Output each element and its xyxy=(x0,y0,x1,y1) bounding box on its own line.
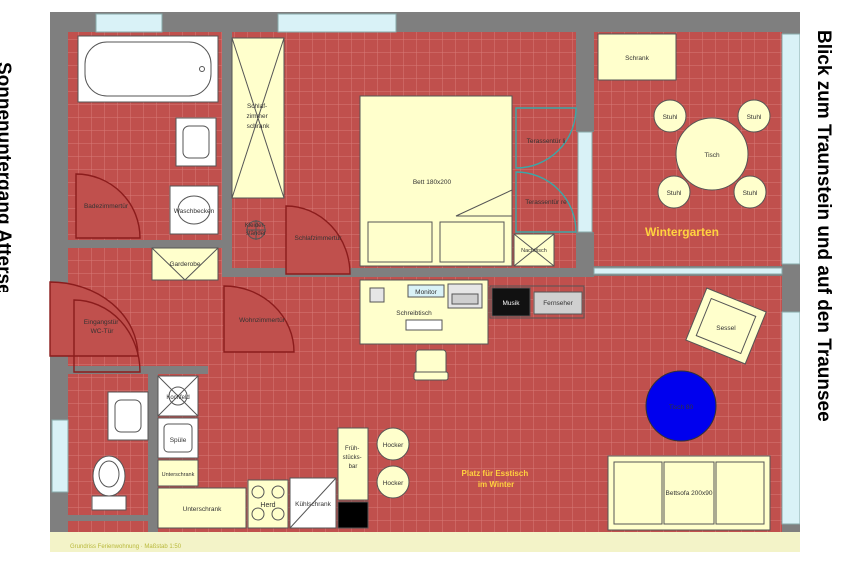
terrace-door-right-label: Terassentür re xyxy=(525,199,567,206)
bath-sink-basin xyxy=(182,125,210,159)
bed-pillow-left xyxy=(367,221,433,263)
sofa-seat-3 xyxy=(715,461,765,525)
window-wintergarten-bottom xyxy=(593,267,783,275)
bathtub-inner xyxy=(84,41,212,97)
wall-bedroom-bottom xyxy=(222,268,594,277)
bed-pillow-right xyxy=(439,221,505,263)
wc-sink-basin xyxy=(114,399,142,433)
chair-label-2: Stuhl xyxy=(747,114,762,121)
telephone xyxy=(369,287,385,303)
bed-label: Bett 180x200 xyxy=(413,179,452,186)
monitor xyxy=(407,284,445,298)
footer-note: Grundriss Ferienwohnung · Maßstab 1:50 xyxy=(70,544,182,550)
stove xyxy=(247,479,289,529)
coffee-table xyxy=(645,370,717,442)
chair-label-4: Stuhl xyxy=(743,190,758,197)
cabinet xyxy=(597,33,677,81)
stove-label: Herd xyxy=(260,502,275,509)
printer-tray xyxy=(451,293,479,305)
coffee-table-label: Tisch 80 xyxy=(669,404,694,411)
wall-hall-bottom xyxy=(68,366,208,374)
entrance-door-label: Eingangstür WC-Tür xyxy=(84,319,121,335)
wc-door-swing xyxy=(73,299,141,373)
stool-bottom xyxy=(376,465,410,499)
left-side-caption: Sonnenuntergang Attersee xyxy=(0,62,14,292)
window-right-bottom xyxy=(781,311,800,525)
base-cabinet xyxy=(157,487,247,529)
sofa-seat-2 xyxy=(663,461,715,525)
tv xyxy=(533,291,583,315)
terrace-door-right xyxy=(515,171,577,233)
wintergarten-label: Wintergarten xyxy=(645,225,719,239)
desk-label: Schreibtisch xyxy=(396,310,432,317)
wardrobe-label: Schlaf- zimmer schrank xyxy=(246,103,270,130)
cooktop-label: Kochfeld xyxy=(166,395,189,401)
chair-label-1: Stuhl xyxy=(663,114,678,121)
dining-table-label: Tisch xyxy=(704,152,720,159)
desk-chair-back xyxy=(413,371,449,381)
terrace-door-left xyxy=(515,107,577,169)
stool-bottom-label: Hocker xyxy=(383,480,404,487)
bedroom-door-label: Schlafzimmertür xyxy=(295,235,343,242)
base-cabinet-small xyxy=(157,459,199,487)
stool-top-label: Hocker xyxy=(383,442,404,449)
chair-top-right xyxy=(737,99,771,133)
chair-bottom-left xyxy=(657,175,691,209)
garderobe-label: Garderobe xyxy=(169,261,200,268)
living-door-label: Wohnzimmertür xyxy=(239,317,286,324)
dining-table xyxy=(675,117,749,191)
window-top-left xyxy=(95,13,163,33)
clothes-stand-label: Kleider- ständer xyxy=(245,223,267,237)
winter-table-note: Platz für Esstisch im Winter xyxy=(462,469,531,489)
toilet-seat xyxy=(98,460,120,488)
kitchen-sink-label: Spüle xyxy=(170,437,187,444)
wall-bath-right xyxy=(222,32,232,270)
washbasin-label: Waschbecken xyxy=(174,208,215,215)
wall-bedroom-right xyxy=(576,32,594,132)
armchair-label: Sessel xyxy=(716,325,736,332)
keyboard xyxy=(405,319,443,331)
chair-label-3: Stuhl xyxy=(667,190,682,197)
chair-top-left xyxy=(653,99,687,133)
tv-stand xyxy=(489,285,585,319)
bathroom-door-swing xyxy=(75,173,141,239)
living-door-swing xyxy=(223,285,295,353)
window-right-top xyxy=(781,33,800,265)
base-cabinet-label: Unterschrank xyxy=(183,506,222,513)
fridge-label: Kühlschrank xyxy=(295,501,332,508)
sofa-label: Bettsofa 200x90 xyxy=(666,490,713,497)
dishwasher xyxy=(337,501,369,529)
wall-lower-left xyxy=(68,515,150,521)
stool-top xyxy=(376,427,410,461)
monitor-label: Monitor xyxy=(415,289,438,296)
bed-cover-fold xyxy=(455,189,513,217)
right-side-caption: Blick zum Traunstein und auf den Traunse… xyxy=(813,30,834,422)
tv-label: Fernseher xyxy=(543,300,573,307)
sofa-seat-1 xyxy=(613,461,663,525)
window-left xyxy=(51,419,69,493)
toilet-tank xyxy=(91,495,127,511)
bathtub-drain xyxy=(199,66,205,72)
base-cabinet-small-label: Unterschrank xyxy=(162,472,195,478)
nightstand-label: Nachttisch xyxy=(521,248,547,254)
washbasin-bowl xyxy=(177,195,211,225)
cabinet-label: Schrank xyxy=(625,55,650,62)
breakfast-bar xyxy=(337,427,369,501)
window-top-center xyxy=(277,13,397,33)
terrace-door-left-label: Terassentür li xyxy=(527,138,566,145)
music-unit xyxy=(491,287,531,317)
wall-wc-right xyxy=(148,366,158,532)
breakfast-bar-label: Früh- stücks- bar xyxy=(343,446,364,470)
wall-bedroom-right-lower xyxy=(576,232,594,272)
floor-bottom-band xyxy=(50,532,800,552)
music-label: Musik xyxy=(503,300,521,307)
chair-bottom-right xyxy=(733,175,767,209)
bedroom-door-swing xyxy=(285,205,351,275)
bathroom-door-label: Badezimmertür xyxy=(84,203,129,210)
wall-bath-bottom xyxy=(68,240,228,248)
floor-plan: Grundriss Ferienwohnung · Maßstab 1:50 W… xyxy=(49,12,800,552)
window-wintergarten-left xyxy=(577,131,593,233)
armchair xyxy=(685,287,767,365)
